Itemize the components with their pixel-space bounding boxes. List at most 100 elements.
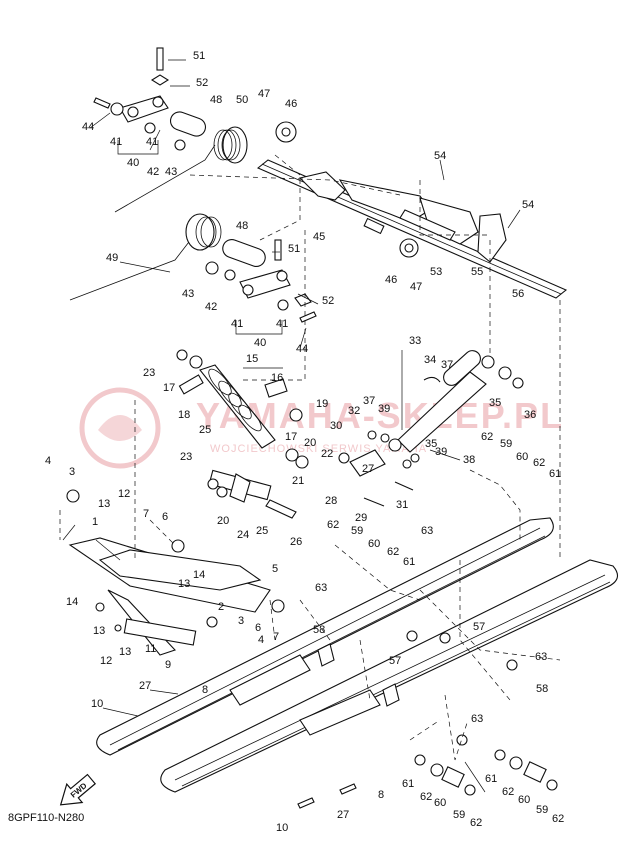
callout-20: 20 xyxy=(217,515,229,527)
callout-44: 44 xyxy=(82,121,94,133)
callout-62: 62 xyxy=(420,791,432,803)
callout-25: 25 xyxy=(199,424,211,436)
callout-62: 62 xyxy=(552,813,564,825)
callout-59: 59 xyxy=(500,438,512,450)
callout-62: 62 xyxy=(502,786,514,798)
callout-61: 61 xyxy=(485,773,497,785)
callout-42: 42 xyxy=(205,301,217,313)
callout-60: 60 xyxy=(516,451,528,463)
callout-19: 19 xyxy=(316,398,328,410)
callout-58: 58 xyxy=(313,624,325,636)
callout-59: 59 xyxy=(351,525,363,537)
callout-3: 3 xyxy=(69,466,75,478)
callout-4: 4 xyxy=(45,455,51,467)
callout-63: 63 xyxy=(535,651,547,663)
callout-43: 43 xyxy=(165,166,177,178)
callout-57: 57 xyxy=(473,621,485,633)
callout-57: 57 xyxy=(389,655,401,667)
callout-63: 63 xyxy=(421,525,433,537)
callout-27: 27 xyxy=(337,809,349,821)
callout-47: 47 xyxy=(410,281,422,293)
callout-54: 54 xyxy=(434,150,446,162)
callout-46: 46 xyxy=(285,98,297,110)
callout-39: 39 xyxy=(435,446,447,458)
leader-lines xyxy=(62,59,521,793)
callout-25: 25 xyxy=(256,525,268,537)
callout-48: 48 xyxy=(210,94,222,106)
callout-39: 39 xyxy=(378,403,390,415)
callout-13: 13 xyxy=(178,578,190,590)
callout-26: 26 xyxy=(290,536,302,548)
callout-60: 60 xyxy=(368,538,380,550)
callout-61: 61 xyxy=(402,778,414,790)
callout-13: 13 xyxy=(119,646,131,658)
callout-20: 20 xyxy=(304,437,316,449)
callout-7: 7 xyxy=(143,508,149,520)
callout-35: 35 xyxy=(489,397,501,409)
callout-5: 5 xyxy=(272,563,278,575)
callout-30: 30 xyxy=(330,420,342,432)
callout-40: 40 xyxy=(127,157,139,169)
callout-23: 23 xyxy=(143,367,155,379)
callout-50: 50 xyxy=(236,94,248,106)
callout-55: 55 xyxy=(471,266,483,278)
callout-10: 10 xyxy=(91,698,103,710)
callout-41: 41 xyxy=(231,318,243,330)
callout-62: 62 xyxy=(481,431,493,443)
callout-33: 33 xyxy=(409,335,421,347)
callout-41: 41 xyxy=(146,136,158,148)
callout-61: 61 xyxy=(403,556,415,568)
callout-13: 13 xyxy=(98,498,110,510)
callout-6: 6 xyxy=(255,622,261,634)
callout-17: 17 xyxy=(285,431,297,443)
callout-40: 40 xyxy=(254,337,266,349)
center-pivot-arm xyxy=(207,469,297,519)
callout-38: 38 xyxy=(463,454,475,466)
callout-59: 59 xyxy=(453,809,465,821)
callout-52: 52 xyxy=(196,77,208,89)
callout-4: 4 xyxy=(258,634,264,646)
callout-14: 14 xyxy=(66,596,78,608)
callout-24: 24 xyxy=(237,529,249,541)
callout-27: 27 xyxy=(362,463,374,475)
callout-21: 21 xyxy=(292,475,304,487)
callout-37: 37 xyxy=(441,359,453,371)
callout-47: 47 xyxy=(258,88,270,100)
callout-13: 13 xyxy=(93,625,105,637)
callout-56: 56 xyxy=(512,288,524,300)
callout-44: 44 xyxy=(296,343,308,355)
callout-10: 10 xyxy=(276,822,288,834)
callout-27: 27 xyxy=(139,680,151,692)
callout-35: 35 xyxy=(425,438,437,450)
callout-58: 58 xyxy=(536,683,548,695)
callout-43: 43 xyxy=(182,288,194,300)
callout-1: 1 xyxy=(92,516,98,528)
callout-6: 6 xyxy=(162,511,168,523)
callout-54: 54 xyxy=(522,199,534,211)
callout-11: 11 xyxy=(145,643,156,655)
callout-51: 51 xyxy=(193,50,205,62)
front-arm xyxy=(66,489,285,656)
callout-61: 61 xyxy=(549,468,561,480)
callout-62: 62 xyxy=(327,519,339,531)
slide-rails xyxy=(96,517,619,793)
callout-28: 28 xyxy=(325,495,337,507)
callout-14: 14 xyxy=(193,569,205,581)
callout-52: 52 xyxy=(322,295,334,307)
callout-2: 2 xyxy=(218,601,224,613)
callout-12: 12 xyxy=(118,488,130,500)
callout-16: 16 xyxy=(271,372,283,384)
callout-8: 8 xyxy=(202,684,208,696)
callout-51: 51 xyxy=(288,243,300,255)
callout-36: 36 xyxy=(524,409,536,421)
callout-63: 63 xyxy=(315,582,327,594)
upper-spring-link xyxy=(93,47,248,213)
callout-49: 49 xyxy=(106,252,118,264)
callout-37: 37 xyxy=(363,395,375,407)
callout-59: 59 xyxy=(536,804,548,816)
callout-3: 3 xyxy=(238,615,244,627)
callout-18: 18 xyxy=(178,409,190,421)
callout-32: 32 xyxy=(348,405,360,417)
figure-code: 8GPF110-N280 xyxy=(8,812,85,824)
